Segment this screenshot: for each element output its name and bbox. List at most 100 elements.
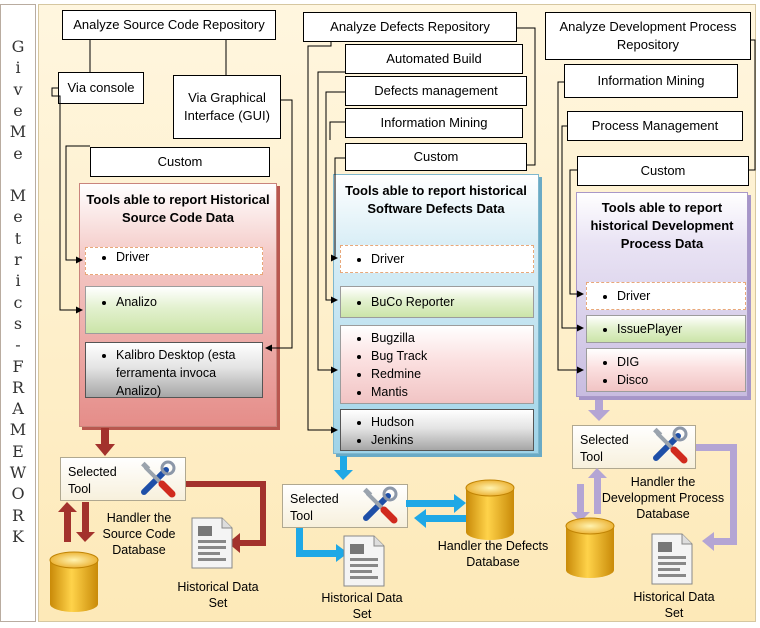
source-tools-icon bbox=[141, 462, 174, 494]
side-title-letter: - bbox=[15, 335, 21, 355]
process-information-mining-box: Information Mining bbox=[564, 64, 738, 98]
side-title-letter: t bbox=[14, 228, 22, 248]
process-information-mining-label: Information Mining bbox=[597, 73, 705, 89]
side-title-letter: A bbox=[12, 399, 24, 419]
defects-handler-label: Handler the Defects Database bbox=[437, 539, 549, 569]
defects-dataset-label: Historical Data Set bbox=[321, 591, 403, 621]
ci-item: HudsonJenkins bbox=[340, 409, 534, 451]
process-tool-text: Disco bbox=[617, 371, 745, 389]
defects-flow-arrows bbox=[296, 456, 468, 562]
via-console-label: Via console bbox=[67, 80, 135, 96]
defects-custom-label: Custom bbox=[413, 149, 459, 165]
process-handler-label: Handler the Development Process Database bbox=[601, 475, 725, 521]
source-selected-tool-label: Selected Tool bbox=[68, 465, 117, 496]
side-title-letter: M bbox=[9, 420, 27, 440]
side-title-letter: i bbox=[15, 271, 21, 291]
buco-item: BuCo Reporter bbox=[340, 286, 534, 318]
ci-tool-text: Jenkins bbox=[371, 431, 533, 449]
process-others-item: DIGDisco bbox=[586, 348, 746, 392]
side-title-letter: R bbox=[11, 505, 25, 525]
defects-driver-text: Driver bbox=[371, 250, 533, 268]
analyze-source-code-box: Analyze Source Code Repository bbox=[62, 10, 276, 40]
source-dataset-label: Historical Data Set bbox=[177, 580, 259, 610]
trackers-item: BugzillaBug TrackRedmineMantis bbox=[340, 325, 534, 404]
process-tools-icon bbox=[653, 428, 686, 460]
side-title-letter: W bbox=[9, 463, 27, 482]
source-flow-arrows bbox=[58, 428, 266, 553]
analyze-defects-label: Analyze Defects Repository bbox=[330, 19, 490, 35]
process-panel-title: Tools able to report historical Developm… bbox=[590, 199, 734, 252]
defects-selected-tool-label: Selected Tool bbox=[290, 492, 339, 523]
side-title-letter: K bbox=[12, 526, 24, 546]
side-title-letter: s bbox=[13, 313, 23, 333]
kalibro-item: Kalibro Desktop (esta ferramenta invoca … bbox=[85, 342, 263, 398]
source-custom-box: Custom bbox=[90, 147, 270, 177]
defects-database-icon bbox=[465, 479, 515, 541]
side-title-letter: r bbox=[14, 250, 22, 269]
side-title-letter: M bbox=[9, 122, 27, 142]
side-title-letter: M bbox=[9, 186, 27, 206]
kalibro-text: Kalibro Desktop (esta ferramenta invoca … bbox=[116, 346, 262, 400]
source-database-icon bbox=[49, 551, 99, 613]
source-handler-label: Handler the Source Code Database bbox=[102, 511, 176, 557]
defects-information-mining-box: Information Mining bbox=[345, 108, 523, 138]
defects-tools-icon bbox=[363, 488, 396, 520]
defects-driver-item: Driver bbox=[340, 245, 534, 273]
side-title-letter: c bbox=[13, 292, 23, 312]
analyze-source-code-label: Analyze Source Code Repository bbox=[73, 17, 265, 33]
defects-management-box: Defects management bbox=[345, 76, 527, 106]
side-title-letter: G bbox=[11, 37, 25, 56]
process-flow-arrows bbox=[571, 400, 737, 551]
analyze-process-box: Analyze Development Process Repository bbox=[545, 12, 751, 60]
tracker-tool-text: Bugzilla bbox=[371, 329, 533, 347]
source-panel-title: Tools able to report Historical Source C… bbox=[86, 191, 270, 225]
side-title-letter: e bbox=[13, 100, 23, 120]
source-driver-text: Driver bbox=[116, 248, 262, 266]
automated-build-box: Automated Build bbox=[345, 44, 523, 74]
process-management-label: Process Management bbox=[591, 118, 719, 134]
source-custom-label: Custom bbox=[157, 154, 203, 170]
source-driver-item: Driver bbox=[85, 247, 263, 275]
process-driver-item: Driver bbox=[586, 282, 746, 310]
defects-document-icon bbox=[343, 535, 385, 587]
process-driver-text: Driver bbox=[617, 287, 745, 305]
issueplayer-text: IssuePlayer bbox=[617, 320, 745, 338]
defects-custom-box: Custom bbox=[345, 143, 527, 171]
analizo-item: Analizo bbox=[85, 286, 263, 334]
process-dataset-label: Historical Data Set bbox=[633, 590, 715, 620]
via-gui-label: Via Graphical Interface (GUI) bbox=[184, 90, 270, 123]
side-title-letter: E bbox=[12, 441, 24, 461]
via-gui-box: Via Graphical Interface (GUI) bbox=[173, 75, 281, 139]
side-title-letter: e bbox=[13, 207, 23, 227]
analyze-process-label: Analyze Development Process Repository bbox=[559, 19, 737, 52]
via-console-box: Via console bbox=[58, 72, 144, 104]
side-title-letter: e bbox=[13, 143, 23, 163]
analyze-defects-box: Analyze Defects Repository bbox=[303, 12, 517, 42]
side-title-letter: R bbox=[11, 377, 25, 397]
source-document-icon bbox=[191, 517, 233, 569]
side-title-letter: i bbox=[15, 58, 21, 78]
defects-panel-title: Tools able to report historical Software… bbox=[345, 182, 527, 216]
defects-information-mining-label: Information Mining bbox=[380, 115, 488, 131]
defects-selected-tool: Selected Tool bbox=[282, 484, 408, 528]
issueplayer-item: IssuePlayer bbox=[586, 315, 746, 343]
process-database-icon bbox=[565, 517, 615, 579]
side-title-letter: F bbox=[12, 356, 24, 376]
side-title-letter: v bbox=[13, 79, 23, 99]
process-management-box: Process Management bbox=[567, 111, 743, 141]
process-custom-label: Custom bbox=[640, 163, 686, 179]
ci-tool-text: Hudson bbox=[371, 413, 533, 431]
process-document-icon bbox=[651, 533, 693, 585]
process-selected-tool-label: Selected Tool bbox=[580, 433, 629, 464]
side-title-letter: O bbox=[11, 484, 25, 504]
process-custom-box: Custom bbox=[577, 156, 749, 186]
analizo-text: Analizo bbox=[116, 293, 262, 311]
buco-text: BuCo Reporter bbox=[371, 293, 533, 311]
tracker-tool-text: Bug Track bbox=[371, 347, 533, 365]
tracker-tool-text: Mantis bbox=[371, 383, 533, 401]
tracker-tool-text: Redmine bbox=[371, 365, 533, 383]
automated-build-label: Automated Build bbox=[386, 51, 482, 67]
defects-management-label: Defects management bbox=[374, 83, 498, 99]
